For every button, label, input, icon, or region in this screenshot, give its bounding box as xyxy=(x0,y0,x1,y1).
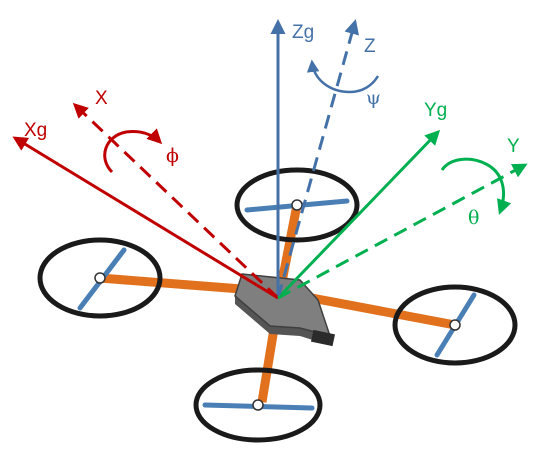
rotor-hub xyxy=(449,319,461,331)
phi-label: ϕ xyxy=(166,145,179,167)
psi-label: ψ xyxy=(366,87,381,109)
rotor-ring xyxy=(234,167,360,243)
axis-y-label: Y xyxy=(507,136,520,157)
rotor-ring xyxy=(392,284,518,366)
body-tip xyxy=(310,329,336,347)
axis-x-line xyxy=(72,102,280,300)
axis-yg-label: Yg xyxy=(424,100,447,121)
axis-z-line xyxy=(276,19,359,299)
rotor-right xyxy=(392,284,518,366)
axis-z-label: Z xyxy=(364,36,376,57)
phi-arc xyxy=(103,128,163,174)
theta-arc xyxy=(440,157,512,215)
body-top xyxy=(234,273,332,338)
rotor-hub xyxy=(291,199,303,211)
rotor-left xyxy=(37,237,163,319)
rotor-hub xyxy=(252,399,264,411)
rotor-back xyxy=(234,167,360,243)
axis-xg-line xyxy=(12,136,279,300)
rotor-ring xyxy=(37,237,163,319)
axis-xg-label: Xg xyxy=(24,120,47,141)
rotor-hub xyxy=(94,272,106,284)
rotor-front xyxy=(193,367,323,443)
axis-y-line xyxy=(277,163,528,300)
axis-x-label: X xyxy=(95,88,108,109)
psi-arc xyxy=(306,59,380,94)
body-side xyxy=(235,296,332,346)
rotor-ring xyxy=(193,367,323,443)
axis-zg-label: Zg xyxy=(292,22,314,43)
theta-label: θ xyxy=(468,207,479,229)
drone-body xyxy=(234,273,336,347)
axis-yg-line xyxy=(276,129,441,300)
